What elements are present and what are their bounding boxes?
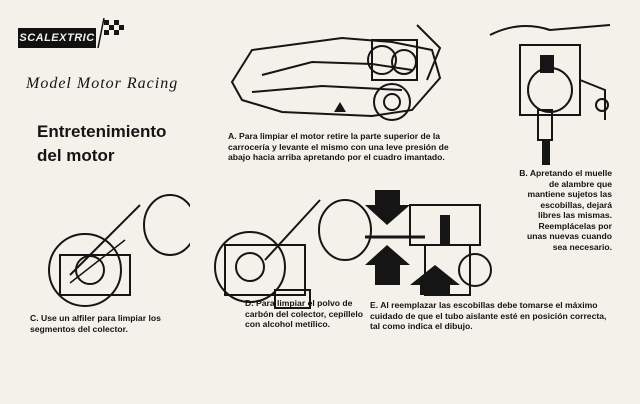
caption-b: B. Apretando el muelle de alambre que ma…: [519, 168, 612, 252]
scalextric-logo: SCALEXTRIC: [18, 28, 96, 48]
caption-e: E. Al reemplazar las escobillas debe tom…: [370, 300, 607, 331]
subtitle: Model Motor Racing: [26, 75, 179, 92]
illustration-a-chassis: [230, 24, 442, 121]
caption-c: C. Use un alfiler para limpiar los segme…: [30, 313, 161, 334]
illustration-c-pin: [48, 194, 190, 307]
illustration-d-brush: [214, 199, 372, 309]
illustration-e-replacement: [365, 190, 492, 296]
caption-a: A. Para limpiar el motor retire la parte…: [228, 131, 449, 162]
caption-d: D. Para limpiar el polvo de carbón del c…: [245, 298, 363, 329]
checkered-flag-icon: [97, 18, 124, 48]
illustration-b-brushes: [489, 24, 611, 165]
title-line-1: Entretenimiento: [37, 122, 167, 141]
page-title: Entretenimiento del motor: [37, 120, 166, 168]
title-line-2: del motor: [37, 146, 115, 165]
